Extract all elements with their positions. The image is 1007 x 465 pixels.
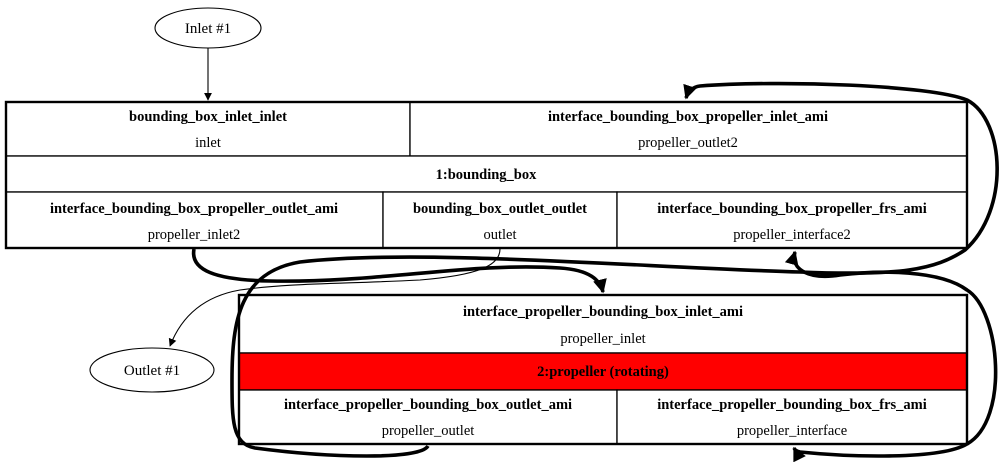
port-name: interface_propeller_bounding_box_outlet_… [284,397,572,413]
inlet-label: Inlet #1 [185,21,231,37]
port-name: interface_propeller_bounding_box_inlet_a… [463,304,743,320]
port-name: interface_bounding_box_propeller_frs_ami [657,201,927,217]
edge-prop-outlet-to-bb-prop-inlet [230,81,999,458]
port-name: bounding_box_outlet_outlet [413,201,587,217]
port-name: interface_propeller_bounding_box_frs_ami [657,397,927,413]
port-name: interface_bounding_box_propeller_outlet_… [50,201,338,217]
propeller-node[interactable]: interface_propeller_bounding_box_inlet_a… [237,293,969,446]
edge-bb-outlet-to-outlet [168,248,501,347]
inlet-node[interactable]: Inlet #1 [154,7,262,49]
outlet-ellipse [89,347,215,393]
edge-bb-frs-to-prop-frs [792,442,968,463]
outlet-label: Outlet #1 [124,363,180,379]
port-patch: propeller_outlet [382,423,475,439]
edge-prop-frs-to-bb-frs [784,250,998,446]
outlet-node[interactable]: Outlet #1 [89,347,215,393]
bounding-box-title: 1:bounding_box [436,167,537,183]
bounding-box-border [4,100,969,250]
port-cell-bb-outlet-outlet[interactable] [382,191,618,249]
port-patch: outlet [483,227,516,243]
port-cell-bb-prop-outlet-ami[interactable] [5,191,384,249]
propeller-title: 2:propeller (rotating) [537,364,669,380]
port-cell-bb-prop-frs-ami[interactable] [616,191,968,249]
bounding-box-node[interactable]: bounding_box_inlet_inlet inlet interface… [4,100,969,250]
port-patch: propeller_interface [737,423,847,439]
port-name: bounding_box_inlet_inlet [129,109,287,125]
port-cell-prop-bb-outlet-ami[interactable] [238,389,618,445]
propeller-border [237,293,969,446]
port-patch: propeller_inlet [560,331,645,347]
port-patch: propeller_outlet2 [638,135,738,151]
port-patch: propeller_interface2 [733,227,851,243]
edge-bb-prop-outlet-to-prop-inlet [191,248,607,294]
port-patch: propeller_inlet2 [148,227,241,243]
port-name: interface_bounding_box_propeller_inlet_a… [548,109,828,125]
port-patch: inlet [195,135,221,151]
